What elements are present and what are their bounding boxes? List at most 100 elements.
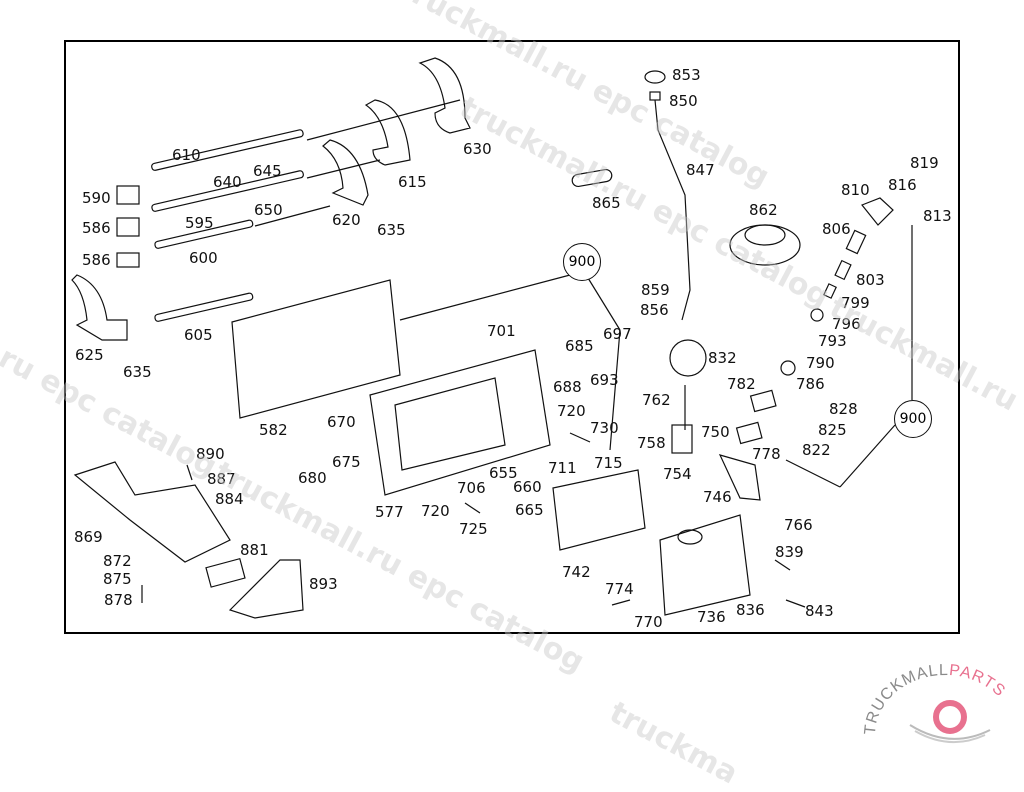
part-label-832: 832 (708, 349, 737, 367)
part-label-813: 813 (923, 207, 952, 225)
part-label-610: 610 (172, 146, 201, 164)
part-label-586: 586 (82, 219, 111, 237)
part-label-600: 600 (189, 249, 218, 267)
part-label-620: 620 (332, 211, 361, 229)
part-label-862: 862 (749, 201, 778, 219)
part-label-782: 782 (727, 375, 756, 393)
part-label-688: 688 (553, 378, 582, 396)
part-label-816: 816 (888, 176, 917, 194)
bracket-869 (73, 461, 231, 563)
part-label-766: 766 (784, 516, 813, 534)
part-label-799: 799 (841, 294, 870, 312)
part-label-856: 856 (640, 301, 669, 319)
part-label-810: 810 (841, 181, 870, 199)
part-label-750: 750 (701, 423, 730, 441)
part-label-742: 742 (562, 563, 591, 581)
shift-rod-610 (151, 129, 304, 171)
part-label-865: 865 (592, 194, 621, 212)
part-label-836: 836 (736, 601, 765, 619)
shift-fork-625 (71, 274, 128, 341)
part-label-843: 843 (805, 602, 834, 620)
part-label-825: 825 (818, 421, 847, 439)
part-label-853: 853 (672, 66, 701, 84)
part-label-635b: 635 (123, 363, 152, 381)
part-label-754: 754 (663, 465, 692, 483)
breather-tube-847 (654, 99, 691, 321)
part-label-586b: 586 (82, 251, 111, 269)
part-label-790: 790 (806, 354, 835, 372)
part-label-839: 839 (775, 543, 804, 561)
part-label-859: 859 (641, 281, 670, 299)
shift-rod-595 (151, 170, 304, 212)
part-label-645: 645 (253, 162, 282, 180)
part-label-869: 869 (74, 528, 103, 546)
part-label-582: 582 (259, 421, 288, 439)
part-label-893: 893 (309, 575, 338, 593)
exploded-parts-diagram (71, 57, 913, 619)
part-label-850: 850 (669, 92, 698, 110)
part-label-890: 890 (196, 445, 225, 463)
part-label-660: 660 (513, 478, 542, 496)
logo-text-right: PARTS (948, 662, 1008, 700)
part-label-762: 762 (642, 391, 671, 409)
part-label-590: 590 (82, 189, 111, 207)
diagram-frame (64, 40, 960, 634)
part-label-884: 884 (215, 490, 244, 508)
part-label-630: 630 (463, 140, 492, 158)
part-label-577: 577 (375, 503, 404, 521)
gasket-742 (552, 469, 646, 551)
part-label-701: 701 (487, 322, 516, 340)
part-label-774: 774 (605, 580, 634, 598)
part-label-887: 887 (207, 470, 236, 488)
part-label-796: 796 (832, 315, 861, 333)
shift-fork-620 (322, 139, 369, 206)
callout-900-upper: 900 (563, 243, 601, 281)
part-label-803: 803 (856, 271, 885, 289)
part-label-711: 711 (548, 459, 577, 477)
part-label-665: 665 (515, 501, 544, 519)
shift-rod-605 (154, 292, 254, 322)
boot-832 (669, 339, 707, 377)
gasket-582 (231, 279, 401, 419)
shift-rod-600 (154, 219, 254, 249)
part-label-736: 736 (697, 608, 726, 626)
part-label-847: 847 (686, 161, 715, 179)
shift-fork-630 (418, 57, 471, 134)
part-label-819: 819 (910, 154, 939, 172)
part-label-715: 715 (594, 454, 623, 472)
part-label-685: 685 (565, 337, 594, 355)
truckmallparts-logo: TRUCKMALLPARTS (862, 662, 1008, 744)
part-label-675: 675 (332, 453, 361, 471)
part-label-640: 640 (213, 173, 242, 191)
part-label-770: 770 (634, 613, 663, 631)
part-label-872: 872 (103, 552, 132, 570)
part-label-725: 725 (459, 520, 488, 538)
part-label-595: 595 (185, 214, 214, 232)
gear-icon (933, 700, 967, 734)
part-label-786: 786 (796, 375, 825, 393)
part-label-730: 730 (590, 419, 619, 437)
part-label-720: 720 (557, 402, 586, 420)
part-label-758: 758 (637, 434, 666, 452)
part-label-822: 822 (802, 441, 831, 459)
part-label-875: 875 (103, 570, 132, 588)
part-label-655: 655 (489, 464, 518, 482)
part-label-806: 806 (822, 220, 851, 238)
part-label-635: 635 (377, 221, 406, 239)
part-label-706: 706 (457, 479, 486, 497)
part-label-793: 793 (818, 332, 847, 350)
part-label-746: 746 (703, 488, 732, 506)
shift-fork-615 (364, 99, 411, 166)
part-label-881: 881 (240, 541, 269, 559)
shift-tower-736 (659, 514, 751, 616)
part-label-778: 778 (752, 445, 781, 463)
part-label-605: 605 (184, 326, 213, 344)
part-label-650: 650 (254, 201, 283, 219)
part-label-720b: 720 (421, 502, 450, 520)
part-label-697: 697 (603, 325, 632, 343)
part-label-693: 693 (590, 371, 619, 389)
part-label-615: 615 (398, 173, 427, 191)
callout-900-lower: 900 (894, 400, 932, 438)
bracket-893 (228, 559, 304, 619)
part-label-828: 828 (829, 400, 858, 418)
